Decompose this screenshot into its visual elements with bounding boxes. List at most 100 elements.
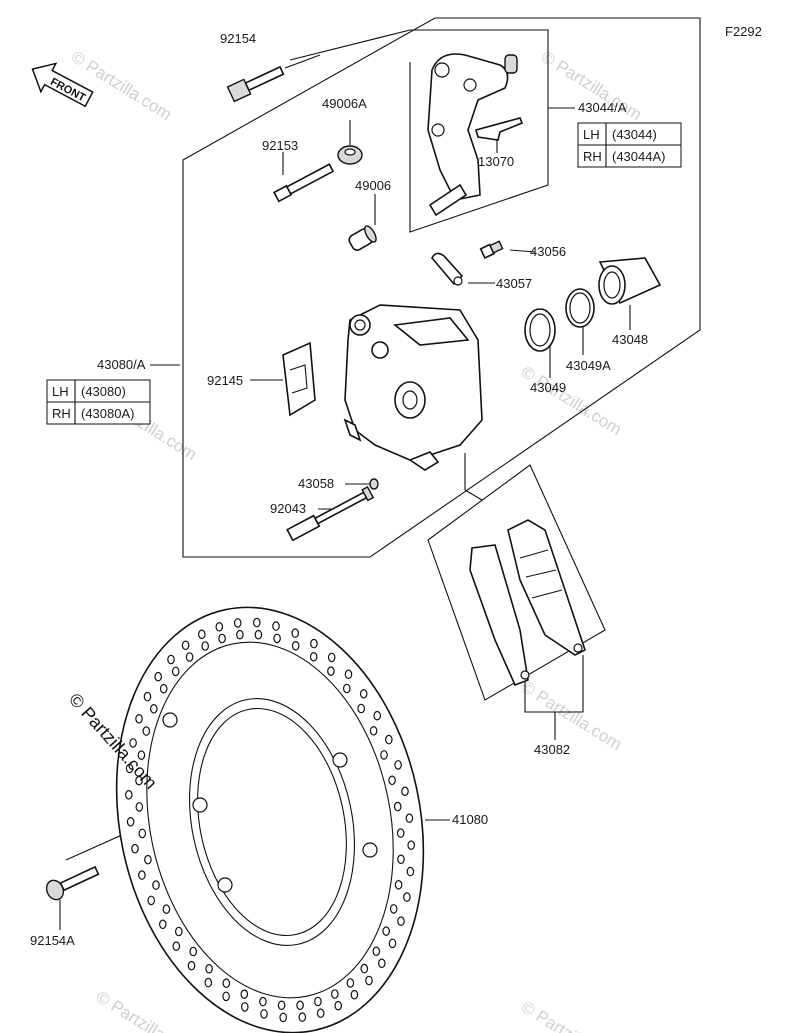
- table-side: RH: [52, 406, 71, 421]
- washer-43058: [369, 478, 379, 490]
- disc-hole: [380, 750, 388, 760]
- disc-hole: [125, 763, 134, 774]
- disc-hole: [365, 975, 373, 986]
- disc-hole: [405, 813, 414, 823]
- disc-hole: [397, 854, 405, 865]
- disc-hole: [346, 978, 355, 988]
- part-label: 49006: [355, 178, 391, 193]
- disc-hole: [171, 666, 180, 677]
- disc-hole: [397, 916, 405, 926]
- disc-hole: [222, 978, 231, 988]
- seal-43049a: [565, 288, 595, 328]
- table-side: RH: [583, 149, 602, 164]
- disc-hole: [167, 654, 175, 665]
- pin-92153: [273, 163, 335, 203]
- disc-hole: [254, 629, 263, 640]
- disc-hole: [189, 946, 198, 957]
- disc-hole: [344, 669, 353, 680]
- disc-hole: [172, 941, 181, 951]
- disc-hole: [215, 621, 224, 632]
- disc-hole: [342, 683, 351, 694]
- disc-hole: [334, 1000, 343, 1011]
- disc-holes: [125, 617, 416, 1023]
- watermark: © Partzilla.com: [93, 987, 200, 1033]
- disc-hole: [382, 926, 391, 936]
- disc-hole: [291, 640, 300, 651]
- part-label: 43049: [530, 380, 566, 395]
- disc-hole: [142, 726, 151, 736]
- disc-hole: [350, 989, 359, 1000]
- disc-hole: [222, 991, 230, 1002]
- part-label: 92154A: [30, 933, 75, 948]
- disc-hole: [159, 683, 168, 694]
- disc-hole: [159, 919, 167, 930]
- brake-pads-43082: [469, 519, 586, 687]
- bolt-92154: [226, 65, 285, 103]
- disc-hole: [272, 621, 280, 631]
- pin-92043: [286, 486, 375, 542]
- disc-hole: [137, 750, 146, 760]
- disc-hole: [298, 1012, 307, 1022]
- disc-hole: [393, 801, 402, 812]
- bleeder-43056: [479, 240, 504, 259]
- disc-hole: [131, 843, 139, 854]
- caliper-bracket-43044: [427, 53, 518, 217]
- seal-43049: [524, 308, 556, 352]
- part-label: 92153: [262, 138, 298, 153]
- disc-hole: [406, 866, 415, 877]
- disc-hole: [204, 977, 213, 988]
- disc-hole: [296, 1000, 304, 1011]
- disc-hole: [185, 652, 194, 662]
- table-code: (43080A): [81, 406, 134, 421]
- disc-hole: [360, 963, 369, 974]
- table-43080: LH (43080) RH (43080A): [46, 379, 151, 425]
- bushing-49006a: [337, 145, 363, 165]
- bolt-92154a: [45, 865, 100, 901]
- disc-hole: [372, 946, 381, 957]
- disc-hole: [135, 713, 143, 724]
- table-43044: LH (43044) RH (43044A): [577, 122, 682, 168]
- disc-hole: [259, 996, 267, 1007]
- part-label: 43082: [534, 742, 570, 757]
- disc-hole: [144, 854, 152, 865]
- disc-hole: [330, 989, 339, 999]
- disc-hole: [187, 960, 196, 971]
- disc-hole: [327, 652, 336, 663]
- part-label: 92043: [270, 501, 306, 516]
- part-label: 13070: [478, 154, 514, 169]
- table-code: (43044): [612, 127, 657, 142]
- disc-hole: [407, 840, 416, 850]
- disc-hole: [138, 870, 146, 880]
- disc-hole: [181, 640, 190, 651]
- part-labels: 92154 49006A 43044/A 92153 13070 49006 4…: [30, 31, 648, 948]
- part-label: 92145: [207, 373, 243, 388]
- disc-hole: [162, 904, 171, 914]
- part-label: 41080: [452, 812, 488, 827]
- disc-hole: [273, 633, 281, 644]
- disc-hole: [373, 710, 382, 721]
- disc-hole: [252, 617, 261, 628]
- part-label: 43058: [298, 476, 334, 491]
- disc-hole: [260, 1009, 268, 1019]
- disc-hole: [309, 651, 318, 662]
- part-label: 43049A: [566, 358, 611, 373]
- disc-hole: [205, 963, 213, 974]
- disc-hole: [401, 786, 409, 797]
- disc-hole: [201, 641, 210, 651]
- part-label: 43048: [612, 332, 648, 347]
- disc-hole: [327, 666, 335, 676]
- caliper-body-43080: [343, 304, 483, 471]
- disc-hole: [388, 775, 396, 786]
- disc-hole: [377, 958, 386, 969]
- clip-13070: [475, 117, 524, 141]
- disc-hole: [369, 725, 378, 736]
- disc-hole: [394, 879, 403, 890]
- disc-hole: [314, 996, 322, 1007]
- disc-hole: [135, 802, 144, 812]
- disc-hole: [277, 1000, 286, 1011]
- disc-hole: [389, 904, 398, 914]
- disc-hole: [175, 926, 183, 937]
- disc-hole: [218, 633, 226, 644]
